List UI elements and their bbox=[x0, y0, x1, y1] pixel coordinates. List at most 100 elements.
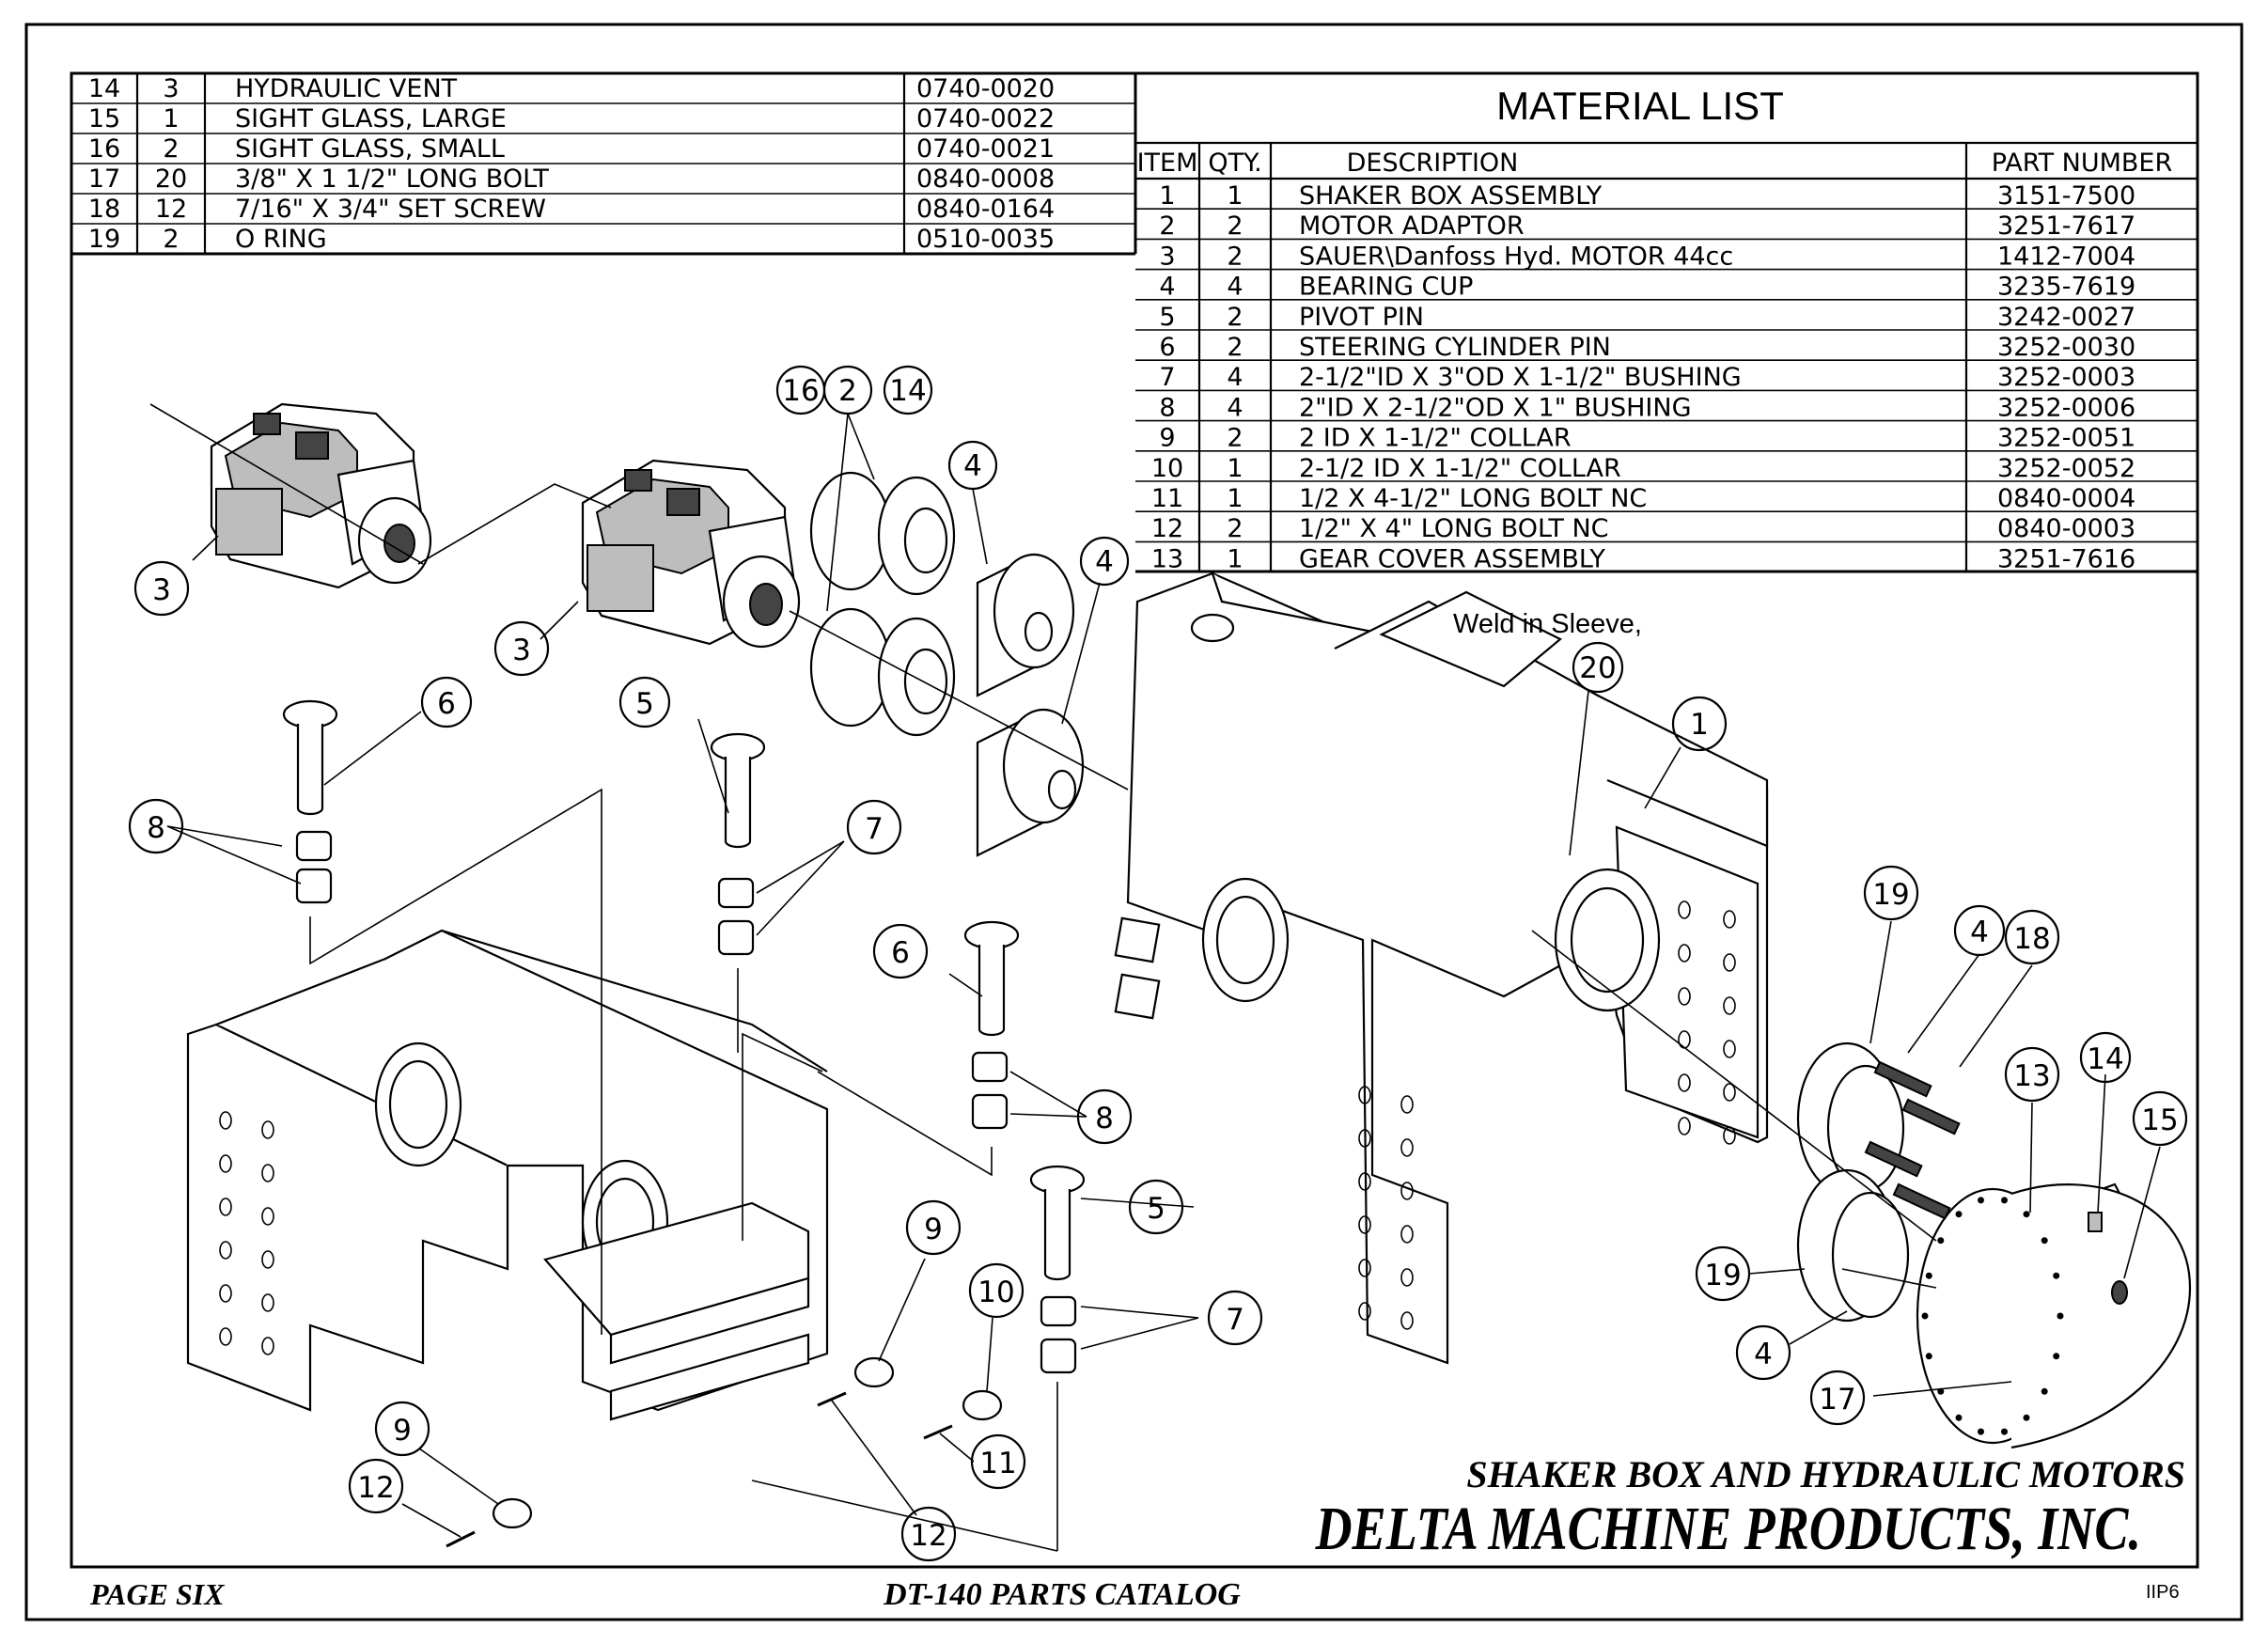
callout-6a: 6 bbox=[420, 676, 473, 728]
svg-text:20: 20 bbox=[1579, 651, 1616, 685]
material-item-number: 3 bbox=[1159, 242, 1175, 271]
bolt-hole bbox=[1678, 944, 1691, 963]
upper-item-number: 19 bbox=[88, 225, 120, 254]
callout-5a: 5 bbox=[618, 676, 671, 728]
bolt-hole bbox=[1400, 1138, 1414, 1157]
material-item-qty: 2 bbox=[1227, 242, 1243, 271]
upper-item-part-number: 0740-0022 bbox=[916, 104, 1055, 133]
bolt-hole bbox=[261, 1250, 274, 1269]
bolt-hole bbox=[261, 1337, 274, 1355]
svg-text:9: 9 bbox=[924, 1213, 943, 1246]
collars-and-bolts bbox=[446, 1356, 1003, 1548]
bolt-hole bbox=[219, 1154, 232, 1173]
material-item-part-number: 3252-0003 bbox=[1997, 363, 2135, 392]
header-part-number: PART NUMBER bbox=[1992, 149, 2173, 178]
material-item-description: MOTOR ADAPTOR bbox=[1299, 211, 1525, 241]
svg-text:4: 4 bbox=[1754, 1338, 1773, 1371]
svg-text:19: 19 bbox=[1704, 1259, 1741, 1292]
callout-9a: 9 bbox=[905, 1199, 962, 1256]
catalog-label: DT-140 PARTS CATALOG bbox=[883, 1577, 1241, 1612]
svg-text:12: 12 bbox=[357, 1471, 394, 1505]
svg-text:4: 4 bbox=[963, 449, 982, 483]
bolt-hole bbox=[1678, 1073, 1691, 1092]
callout-15: 15 bbox=[2132, 1090, 2188, 1147]
svg-text:13: 13 bbox=[2013, 1059, 2050, 1093]
material-item-number: 6 bbox=[1159, 333, 1175, 362]
svg-text:5: 5 bbox=[1147, 1192, 1165, 1226]
material-item-qty: 4 bbox=[1227, 273, 1243, 302]
material-item-description: 1/2 X 4-1/2" LONG BOLT NC bbox=[1299, 484, 1647, 513]
bolt-hole bbox=[219, 1198, 232, 1216]
callout-4d: 4 bbox=[1735, 1324, 1791, 1381]
bearing-cup-right-lower bbox=[1796, 1168, 1910, 1323]
svg-text:11: 11 bbox=[979, 1447, 1016, 1480]
svg-text:16: 16 bbox=[782, 374, 819, 408]
material-item-number: 11 bbox=[1151, 484, 1183, 513]
svg-text:15: 15 bbox=[2141, 1104, 2178, 1137]
material-item-description: PIVOT PIN bbox=[1299, 303, 1424, 332]
material-item-description: 2 ID X 1-1/2" COLLAR bbox=[1299, 424, 1572, 453]
callout-11: 11 bbox=[970, 1433, 1026, 1490]
cover-bolt-hole bbox=[2023, 1414, 2030, 1421]
motor-adaptor-upper bbox=[809, 471, 956, 596]
callout-7a: 7 bbox=[846, 799, 902, 855]
svg-text:14: 14 bbox=[889, 374, 926, 408]
hydraulic-motor-left bbox=[210, 402, 432, 589]
bolt-hole bbox=[1723, 910, 1736, 929]
svg-text:14: 14 bbox=[2087, 1042, 2123, 1076]
material-item-part-number: 3251-7616 bbox=[1997, 544, 2135, 573]
bolt-hole bbox=[219, 1241, 232, 1260]
cover-bolt-hole bbox=[2053, 1353, 2060, 1360]
material-item-description: 1/2" X 4" LONG BOLT NC bbox=[1299, 514, 1609, 543]
cover-bolt-hole bbox=[1921, 1312, 1929, 1320]
bolt-hole bbox=[261, 1120, 274, 1139]
bolt-hole bbox=[1678, 1117, 1691, 1135]
svg-text:7: 7 bbox=[865, 812, 884, 846]
svg-text:5: 5 bbox=[635, 687, 654, 721]
callout-20: 20 bbox=[1572, 641, 1624, 694]
upper-item-part-number: 0740-0021 bbox=[916, 134, 1055, 164]
material-item-qty: 2 bbox=[1227, 211, 1243, 241]
bolt-hole bbox=[1723, 1040, 1736, 1058]
bolt-hole bbox=[1678, 900, 1691, 919]
svg-text:4: 4 bbox=[1095, 545, 1114, 579]
upper-item-description: 7/16" X 3/4" SET SCREW bbox=[235, 195, 546, 224]
bolt-hole bbox=[1400, 1268, 1414, 1287]
cover-bolt-hole bbox=[2041, 1237, 2048, 1245]
cover-bolt-hole bbox=[1978, 1428, 1984, 1435]
upper-item-number: 17 bbox=[88, 164, 120, 194]
material-item-part-number: 3242-0027 bbox=[1997, 303, 2135, 332]
bolt-hole bbox=[219, 1327, 232, 1346]
callout-4a: 4 bbox=[947, 440, 998, 491]
material-item-number: 1 bbox=[1159, 181, 1175, 211]
cover-bolt-hole bbox=[1955, 1414, 1963, 1421]
material-item-number: 8 bbox=[1159, 393, 1175, 422]
material-item-qty: 1 bbox=[1227, 454, 1243, 483]
bushing-pair-left bbox=[295, 830, 333, 904]
bolt-hole bbox=[1400, 1095, 1414, 1114]
cover-bolt-hole bbox=[2041, 1387, 2048, 1395]
material-item-qty: 1 bbox=[1227, 544, 1243, 573]
bolt-hole bbox=[1723, 1083, 1736, 1102]
material-item-description: 2-1/2 ID X 1-1/2" COLLAR bbox=[1299, 454, 1621, 483]
outer-border bbox=[24, 23, 2244, 1621]
material-item-qty: 2 bbox=[1227, 424, 1243, 453]
upper-item-description: HYDRAULIC VENT bbox=[235, 74, 458, 103]
bolt-hole bbox=[1400, 1225, 1414, 1244]
svg-text:9: 9 bbox=[393, 1414, 412, 1448]
material-item-part-number: 3251-7617 bbox=[1997, 211, 2135, 241]
sheet-code: IIP6 bbox=[2146, 1582, 2180, 1603]
material-item-qty: 4 bbox=[1227, 393, 1243, 422]
bolt-hole bbox=[261, 1207, 274, 1226]
material-item-description: SAUER\Danfoss Hyd. MOTOR 44cc bbox=[1299, 242, 1733, 271]
bolt-hole bbox=[1358, 1215, 1371, 1234]
callout-16: 16 bbox=[775, 365, 826, 415]
svg-text:8: 8 bbox=[1095, 1102, 1114, 1135]
upper-item-description: SIGHT GLASS, SMALL bbox=[235, 134, 505, 164]
bolt-hole bbox=[1723, 996, 1736, 1015]
material-item-qty: 1 bbox=[1227, 484, 1243, 513]
bolt-hole bbox=[1358, 1302, 1371, 1321]
bushing-pair-center bbox=[717, 877, 755, 956]
pivot-pin-center bbox=[710, 732, 766, 849]
